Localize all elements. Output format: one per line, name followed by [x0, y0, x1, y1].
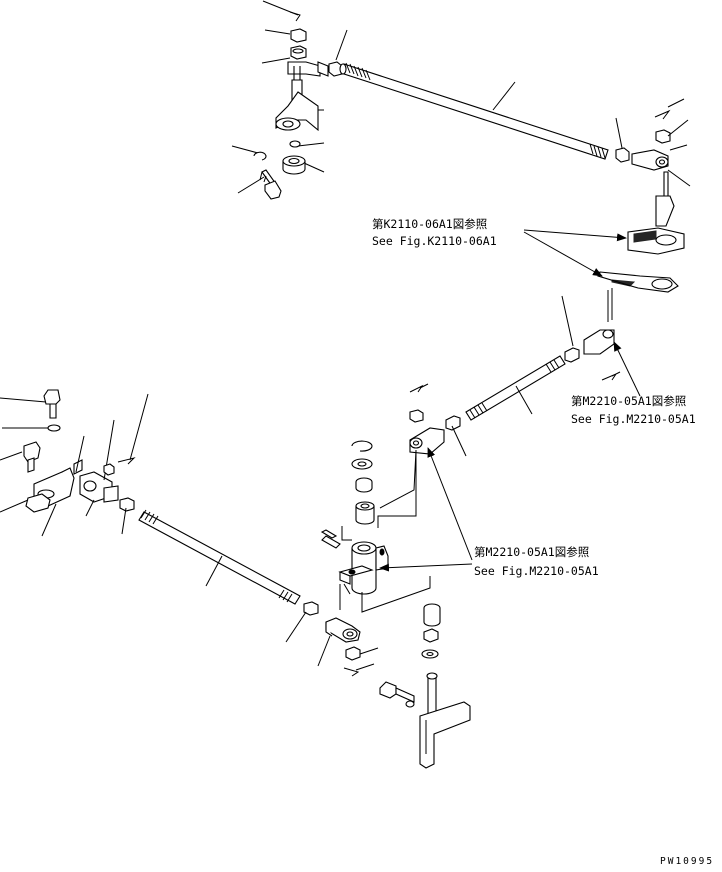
- reference-callout-3: 第M2210-05A1図参照 See Fig.M2210-05A1: [379, 447, 599, 578]
- ref-jp-label: 第M2210-05A1図参照: [571, 394, 686, 408]
- center-bracket-assembly: [320, 440, 471, 769]
- drawing-code: PW10995: [660, 856, 714, 867]
- ref-en-label: See Fig.K2110-06A1: [372, 234, 497, 248]
- ref-en-label: See Fig.M2210-05A1: [474, 564, 599, 578]
- top-linkage-assembly: [231, 0, 691, 322]
- reference-callout-1: 第K2110-06A1図参照 See Fig.K2110-06A1: [372, 217, 627, 277]
- middle-linkage-rod: [409, 295, 621, 457]
- lower-left-linkage: [0, 389, 379, 677]
- ref-en-label: See Fig.M2210-05A1: [571, 412, 696, 426]
- ref-jp-label: 第K2110-06A1図参照: [372, 217, 487, 231]
- ref-jp-label: 第M2210-05A1図参照: [474, 545, 589, 559]
- reference-callout-2: 第M2210-05A1図参照 See Fig.M2210-05A1: [571, 341, 696, 426]
